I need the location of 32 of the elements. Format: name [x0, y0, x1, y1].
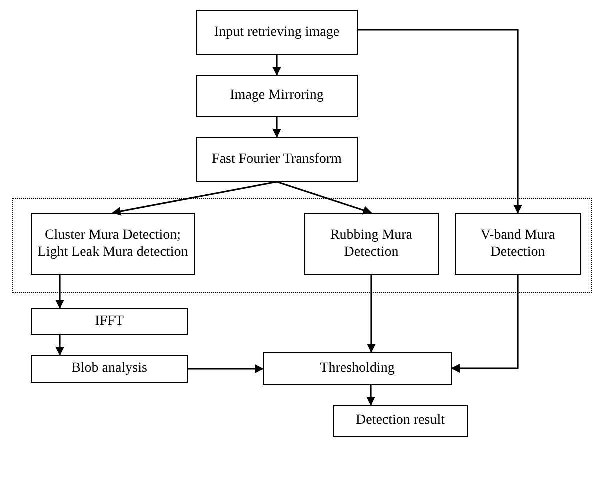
process-box	[31, 355, 188, 383]
dotted-group-frame	[12, 198, 592, 293]
arrow	[56, 275, 64, 309]
box-label: Image Mirroring	[230, 87, 324, 105]
arrow	[366, 385, 376, 406]
arrow	[272, 55, 282, 76]
arrow	[451, 275, 519, 373]
arrow	[188, 364, 264, 374]
process-box	[455, 213, 581, 275]
box-label: Detection result	[356, 412, 446, 430]
arrow	[358, 29, 522, 214]
box-label: Input retrieving image	[214, 24, 340, 42]
box-label: IFFT	[95, 312, 124, 330]
arrow	[56, 335, 64, 356]
process-box	[263, 352, 452, 385]
process-box	[333, 405, 468, 437]
box-label: Cluster Mura Detection; Light Leak Mura detection	[36, 226, 190, 262]
process-box	[31, 308, 188, 335]
box-label: Rubbing Mura Detection	[329, 226, 414, 262]
box-label: Fast Fourier Transform	[212, 150, 342, 168]
process-box	[196, 75, 358, 117]
arrow	[112, 181, 278, 216]
box-label: Thresholding	[320, 360, 395, 378]
arrow	[367, 275, 376, 353]
process-box	[196, 10, 358, 55]
box-label: V-band Mura Detection	[480, 226, 556, 262]
process-box	[31, 213, 195, 275]
process-box	[304, 213, 439, 275]
box-label: Blob analysis	[72, 360, 148, 378]
process-box	[196, 137, 358, 182]
arrow	[272, 117, 282, 138]
arrow	[276, 181, 372, 215]
